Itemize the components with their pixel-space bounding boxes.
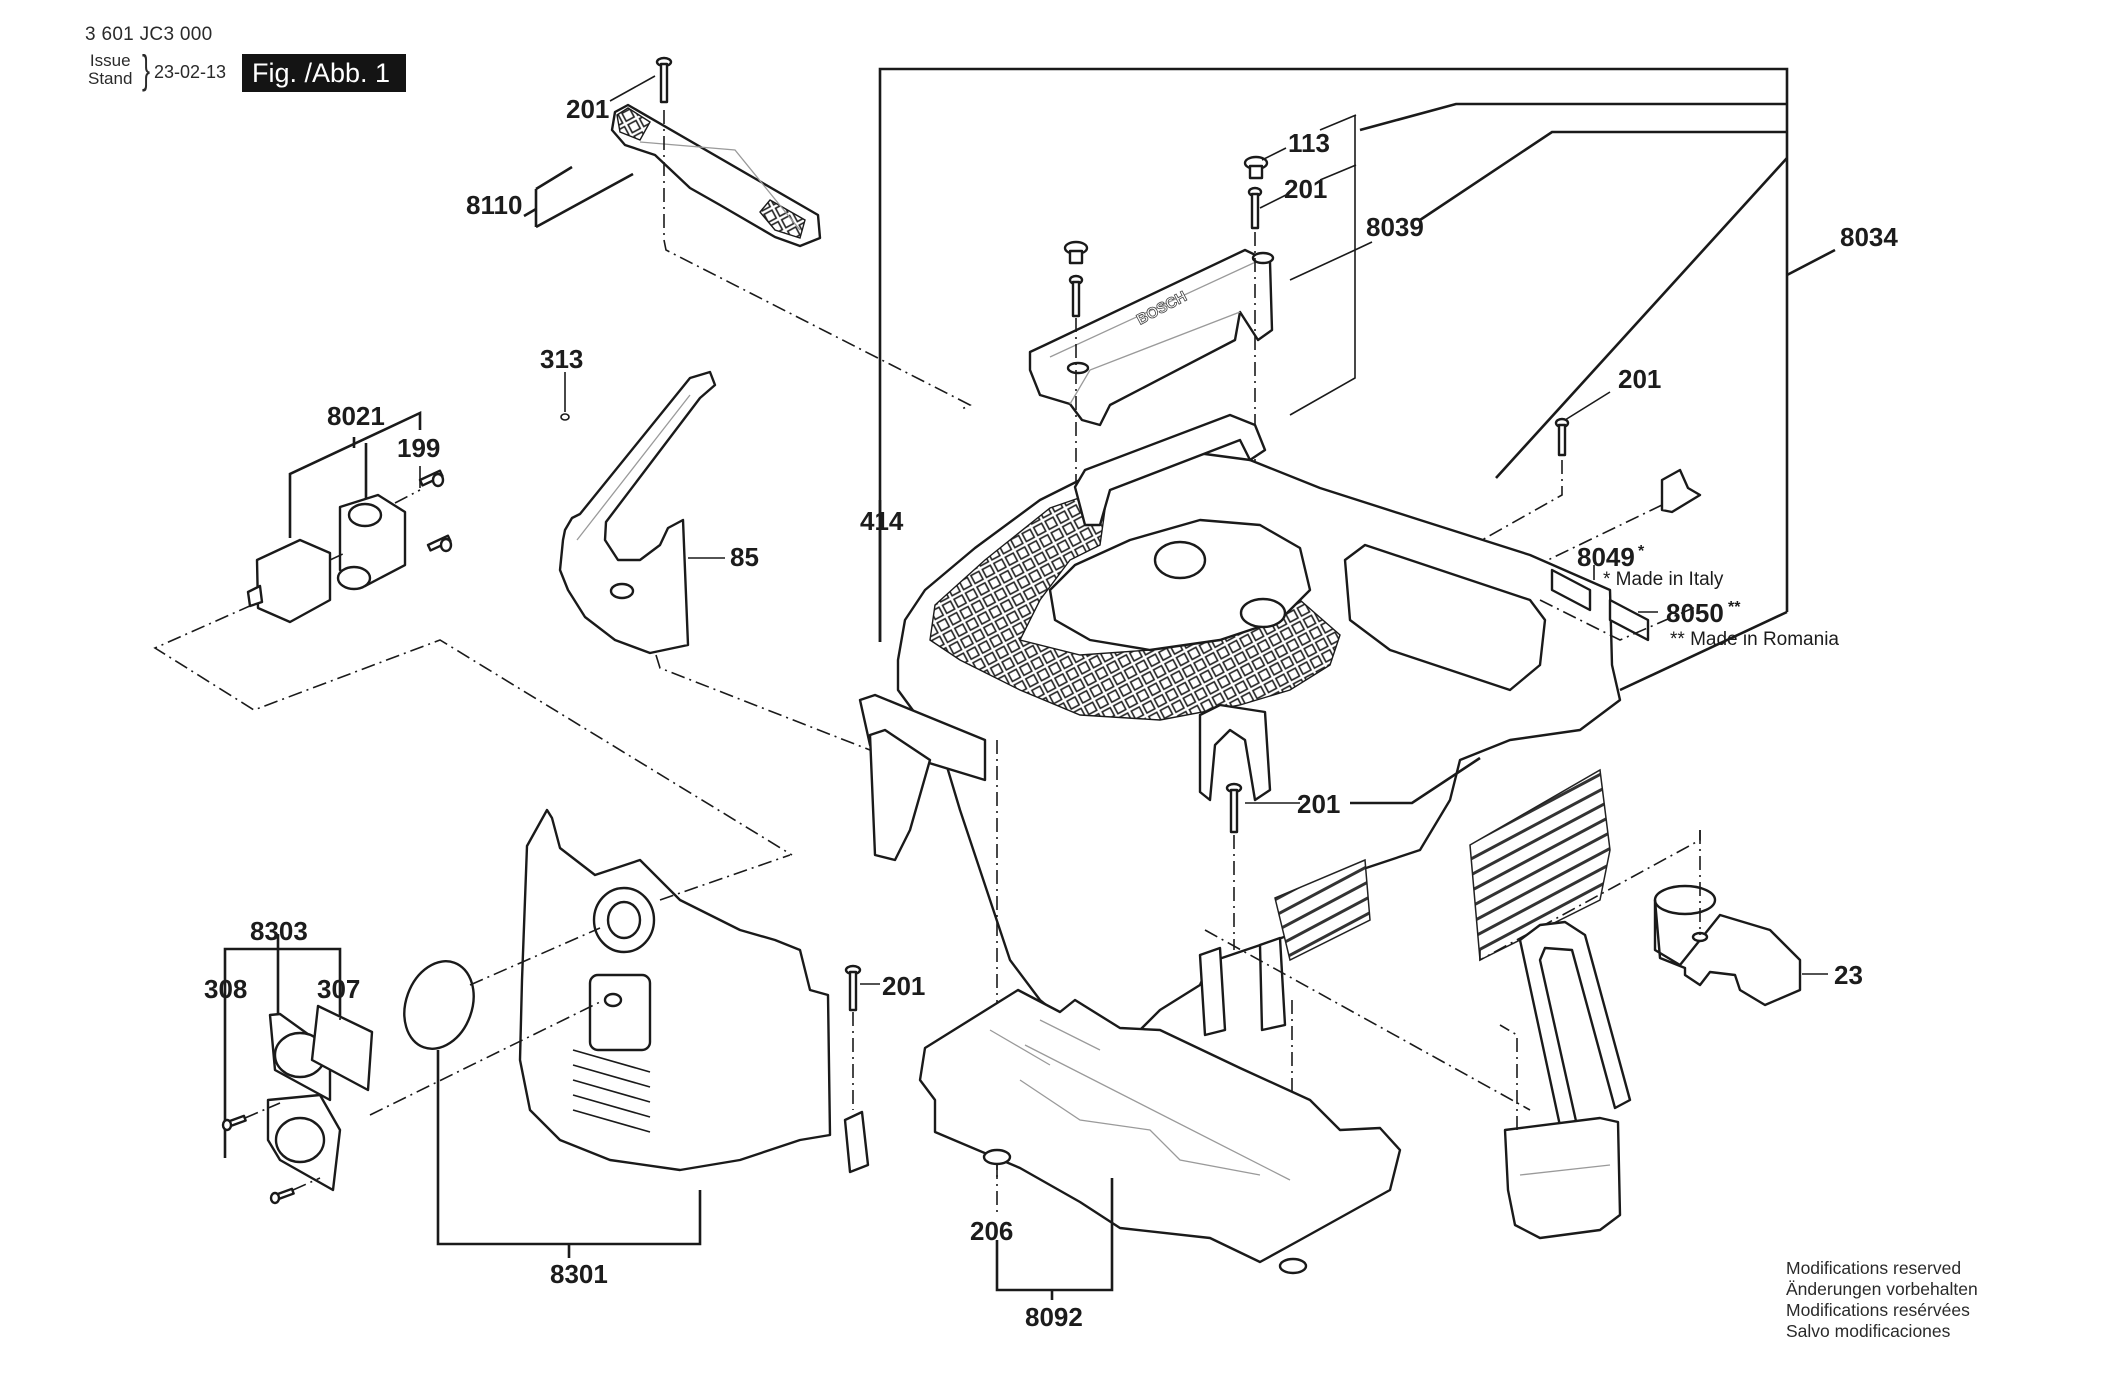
part-8021-switch — [153, 410, 793, 856]
made-in-italy-note: * Made in Italy — [1603, 569, 1724, 590]
part-label-8301: 8301 — [550, 1259, 608, 1289]
modifications-line-en: Modifications reserved — [1786, 1258, 1962, 1278]
part-label-201: 201 — [1284, 174, 1327, 204]
part-label-23: 23 — [1834, 960, 1863, 990]
single-star-mark: * — [1638, 543, 1645, 560]
part-label-8039: 8039 — [1366, 212, 1424, 242]
part-label-8303: 8303 — [250, 916, 308, 946]
modifications-notice: Modifications reserved Änderungen vorbeh… — [1786, 1258, 1978, 1342]
document-number: 3 601 JC3 000 — [85, 24, 213, 45]
part-label-199: 199 — [397, 433, 440, 463]
brace-glyph: } — [142, 48, 151, 92]
issue-date: 23-02-13 — [154, 62, 227, 82]
part-label-414: 414 — [860, 506, 904, 536]
part-label-8034: 8034 — [1840, 222, 1898, 252]
part-label-201: 201 — [1297, 789, 1340, 819]
made-in-romania-note: ** Made in Romania — [1670, 629, 1839, 650]
part-label-113: 113 — [1288, 128, 1330, 158]
issue-label: Issue — [89, 51, 131, 70]
part-label-8049: 8049 — [1577, 542, 1635, 572]
part-label-313: 313 — [540, 344, 583, 374]
issue-stand-label: Issue Stand — [88, 52, 132, 88]
part-313-washer — [560, 372, 570, 421]
part-label-8050: 8050 — [1666, 598, 1724, 628]
part-label-8021: 8021 — [327, 401, 385, 431]
figure-label: Fig. /Abb. 1 — [242, 54, 406, 92]
part-label-8092: 8092 — [1025, 1302, 1083, 1332]
part-label-201: 201 — [1618, 364, 1661, 394]
part-8034-main-housing — [858, 413, 1701, 1200]
part-label-206: 206 — [970, 1216, 1013, 1246]
part-label-307: 307 — [317, 974, 360, 1004]
part-8092-base-plate — [918, 988, 1402, 1300]
part-label-85: 85 — [730, 542, 759, 572]
double-star-mark: ** — [1728, 599, 1741, 616]
stand-label: Stand — [88, 69, 133, 88]
part-85-cable-hook — [558, 370, 871, 751]
part-8301-front-cover — [369, 808, 880, 1258]
modifications-line-fr: Modifications resérvées — [1786, 1300, 1970, 1320]
part-label-308: 308 — [204, 974, 247, 1004]
part-label-201: 201 — [882, 971, 925, 1001]
part-label-8110: 8110 — [466, 190, 522, 220]
part-8110-handle-foot — [523, 56, 972, 411]
part-8303-socket — [221, 934, 374, 1205]
part-23-clamp — [1653, 830, 1828, 1007]
part-hose-hook-strap — [1499, 920, 1632, 1240]
main-frame-leaders — [878, 67, 1836, 692]
part-8049-8050-labels — [1539, 565, 1701, 642]
part-label-201: 201 — [566, 94, 609, 124]
front-cover-vents — [572, 1049, 651, 1133]
modifications-line-es: Salvo modificaciones — [1786, 1321, 1951, 1341]
modifications-line-de: Änderungen vorbehalten — [1786, 1279, 1978, 1299]
